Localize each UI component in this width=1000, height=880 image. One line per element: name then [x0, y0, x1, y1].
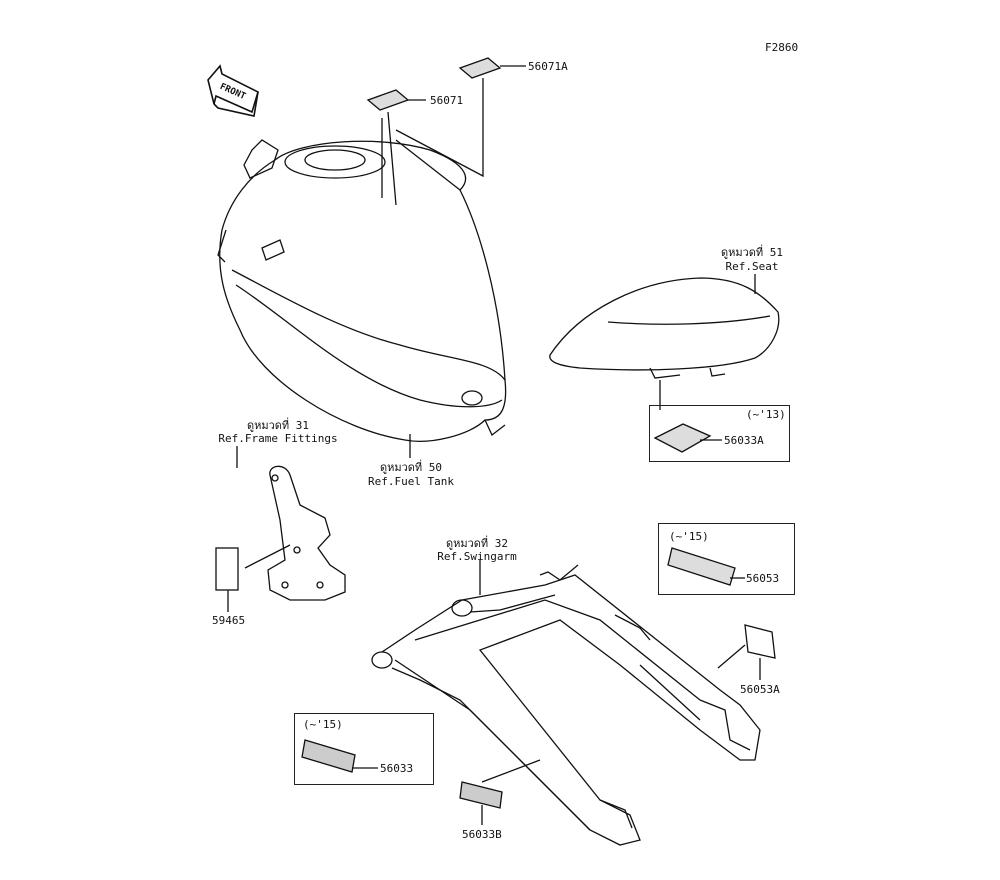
- part-56053[interactable]: 56053: [746, 572, 780, 585]
- ref-frame-fittings[interactable]: Ref.Frame Fittings: [218, 432, 338, 445]
- seat-outline: [549, 277, 780, 379]
- decal-56053A: [744, 624, 776, 659]
- leader-56053A: [717, 644, 761, 680]
- part-56033B[interactable]: 56033B: [462, 828, 502, 841]
- note-56053-year: (~'15): [669, 530, 709, 543]
- part-56033A[interactable]: 56033A: [724, 434, 764, 447]
- part-56033[interactable]: 56033: [380, 762, 414, 775]
- figure-id: F2860: [765, 41, 799, 54]
- decal-56071A: [458, 57, 502, 79]
- ref-seat-thai: ดูหมวดที่ 51: [720, 246, 784, 259]
- leader-56033B: [481, 759, 541, 825]
- ref-frame-thai: ดูหมวดที่ 31: [246, 419, 310, 432]
- decal-59465: [215, 547, 239, 591]
- note-box-56033: [294, 713, 434, 785]
- seat-note-box: [649, 405, 790, 462]
- frame-bracket-outline: [267, 465, 346, 601]
- decal-56033A: [653, 423, 712, 453]
- leader-frame: [236, 446, 291, 569]
- front-arrow-icon: [207, 64, 259, 117]
- ref-seat[interactable]: Ref.Seat: [725, 260, 779, 273]
- ref-fuel-tank[interactable]: Ref.Fuel Tank: [367, 475, 455, 488]
- part-56053A[interactable]: 56053A: [740, 683, 780, 696]
- decal-56053: [667, 547, 736, 586]
- leader-seat: [659, 274, 756, 410]
- fuel-tank-outline: [217, 139, 507, 442]
- part-59465[interactable]: 59465: [212, 614, 246, 627]
- ref-swingarm-thai: ดูหมวดที่ 32: [445, 537, 509, 550]
- ref-fuel-tank-thai: ดูหมวดที่ 50: [379, 461, 443, 474]
- part-56071A[interactable]: 56071A: [528, 60, 568, 73]
- decal-56071: [366, 89, 410, 111]
- swingarm-outline: [371, 564, 761, 846]
- decal-56033B: [459, 781, 503, 809]
- part-56071[interactable]: 56071: [430, 94, 464, 107]
- leader-lines-top: [381, 65, 526, 206]
- note-56033-year: (~'15): [303, 718, 343, 731]
- note-box-56053: [658, 523, 795, 595]
- decal-56033: [301, 739, 356, 773]
- note-seat-year: (~'13): [746, 408, 786, 421]
- ref-swingarm[interactable]: Ref.Swingarm: [437, 550, 517, 563]
